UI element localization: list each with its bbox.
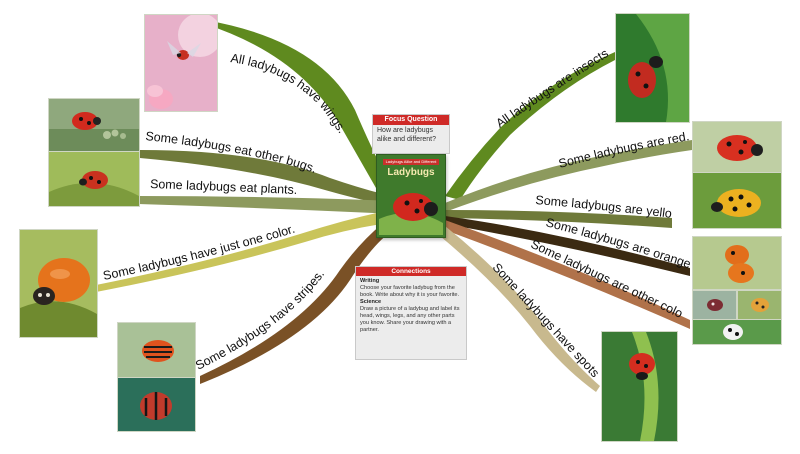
photo-varied-ladybug-1 (692, 290, 737, 320)
photo-orange-ladybug (19, 229, 98, 338)
branch-eat-plants-ribbon (138, 196, 395, 214)
connections-heading: Connections (356, 267, 466, 276)
photo-red-ladybug (692, 121, 782, 173)
yellow-ladybug-icon (693, 173, 781, 228)
branch-spots-ribbon (440, 226, 600, 392)
branch-stripes-ribbon (200, 214, 395, 384)
branch-eat-bugs-ribbon (140, 150, 395, 207)
varied-ladybugs-icon (693, 291, 736, 319)
writing-label: Writing (360, 278, 380, 284)
photo-striped-ladybug-1 (117, 322, 196, 378)
ladybug-aphids-icon (49, 99, 139, 151)
ladybug-flying-icon (145, 15, 217, 111)
branch-label-eat-plants: Some ladybugs eat plants. (150, 177, 298, 197)
branch-red-ribbon (445, 140, 692, 212)
branch-other-colors-ribbon (445, 220, 690, 329)
photo-striped-ladybug-2 (117, 377, 196, 432)
photo-ladybug-aphids (48, 98, 140, 152)
varied-ladybug-yellow-icon (738, 291, 781, 319)
varied-ladybug-white-icon (693, 320, 781, 344)
focus-question-heading: Focus Question (373, 115, 449, 125)
branch-yellow-ribbon (445, 210, 672, 228)
photo-yellow-ladybug (692, 172, 782, 229)
branch-ribbons (96, 20, 692, 392)
branch-insects-ribbon (445, 52, 615, 200)
red-ladybug-icon (693, 122, 781, 172)
ladybug-climbing-icon (616, 14, 689, 122)
connections-card: Connections Writing Choose your favorite… (355, 266, 467, 360)
focus-question-text: How are ladybugs alike and different? (377, 127, 437, 143)
photo-varied-ladybug-2 (737, 290, 782, 320)
photo-climbing-ladybug (615, 13, 690, 123)
orange-ladybug-icon (20, 230, 97, 337)
photo-varied-ladybug-3 (692, 319, 782, 345)
book-band: Ladybugs Alike and Different (383, 159, 439, 165)
striped-ladybug-icon (118, 323, 195, 377)
book-ladybug-icon (379, 193, 443, 235)
book-title: Ladybugs (387, 167, 435, 178)
branch-one-color-ribbon (96, 209, 395, 292)
photo-orange-ladybugs (692, 236, 782, 290)
striped-beetle-icon (118, 378, 195, 431)
photo-ladybug-leaf (48, 151, 140, 207)
center-book-cover: Ladybugs Alike and Different Ladybugs (376, 154, 446, 238)
orange-ladybugs-icon (693, 237, 781, 289)
branch-orange-ribbon (445, 216, 690, 276)
svg-text:Some ladybugs eat plants.: Some ladybugs eat plants. (150, 177, 298, 197)
writing-text: Choose your favorite ladybug from the bo… (360, 285, 460, 298)
science-text: Draw a picture of a ladybug and label it… (360, 306, 460, 333)
connections-body: Writing Choose your favorite ladybug fro… (356, 276, 466, 336)
photo-flying-ladybug (144, 14, 218, 112)
focus-question-card: Focus Question How are ladybugs alike an… (372, 114, 450, 154)
photo-spotted-ladybug (601, 331, 678, 442)
spotted-ladybug-icon (602, 332, 677, 441)
science-label: Science (360, 299, 382, 305)
ladybug-leaf-icon (49, 152, 139, 206)
